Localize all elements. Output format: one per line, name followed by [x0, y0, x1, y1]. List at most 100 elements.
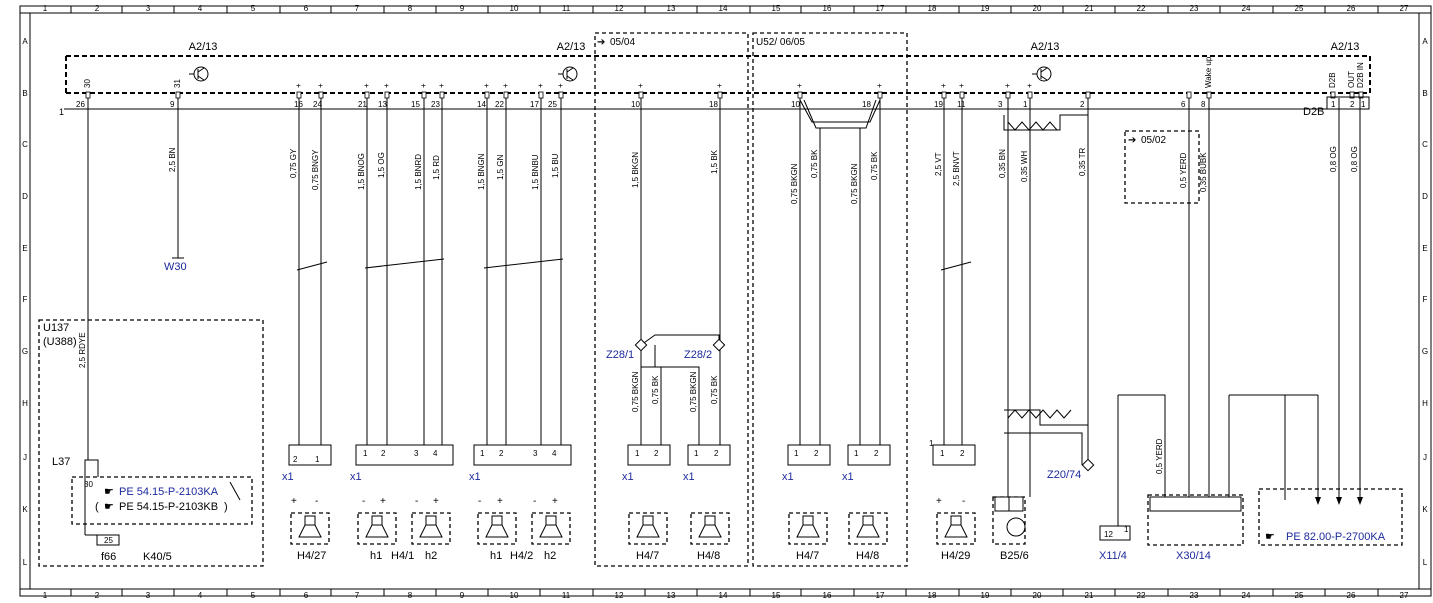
- pin-number: 26: [76, 100, 85, 109]
- wire-color-label: 1,5 RD: [432, 155, 441, 180]
- connector-pin-number: 3: [533, 449, 538, 458]
- column-label: 13: [667, 591, 676, 600]
- pin-signal: +: [501, 83, 510, 88]
- column-label: 6: [304, 591, 309, 600]
- pin-contact: [85, 91, 91, 99]
- component-label: H4/8: [856, 550, 879, 562]
- pin-number: 17: [530, 100, 539, 109]
- pin-contact: [296, 91, 302, 99]
- column-label: 24: [1242, 591, 1251, 600]
- wire-color-label: 0,75 BKGN: [631, 371, 640, 412]
- twisted-pair-wires: [1003, 114, 1088, 465]
- column-label: 2: [95, 591, 100, 600]
- pin-contact: [1027, 91, 1033, 99]
- row-label: C: [22, 140, 28, 149]
- connector-block: [847, 444, 891, 466]
- connector-pin-number: 1: [940, 449, 945, 458]
- splice-node-icon: [634, 338, 648, 352]
- polarity-sign: +: [497, 496, 503, 507]
- pin-contact: [503, 91, 509, 99]
- wire-color-label: 1,5 BNOG: [357, 153, 366, 190]
- speaker-icon: [936, 512, 976, 545]
- component-label: H4/27: [297, 550, 326, 562]
- row-label: B: [22, 89, 27, 98]
- row-label: L: [23, 558, 28, 567]
- pin-number: 10: [631, 100, 640, 109]
- microphone-icon: [1006, 517, 1026, 537]
- component-label: h1: [370, 550, 382, 562]
- pin-signal: +: [715, 83, 724, 88]
- pin-signal: +: [382, 83, 391, 88]
- polarity-sign: -: [478, 496, 481, 507]
- wire-color-label: 1,5 BU: [551, 153, 560, 178]
- connector-pin-number: 4: [433, 449, 438, 458]
- wire-color-label: 1,5 BNBU: [531, 154, 540, 190]
- column-label: 14: [719, 591, 728, 600]
- polarity-sign: -: [415, 496, 418, 507]
- pin-signal: +: [437, 83, 446, 88]
- pin-number: 8: [1201, 100, 1206, 109]
- column-label: 4: [198, 4, 203, 13]
- pin-contact: [538, 91, 544, 99]
- column-label: 1: [43, 591, 48, 600]
- column-label: 27: [1400, 4, 1409, 13]
- arrow-down-icon: [1357, 497, 1363, 505]
- column-label: 20: [1033, 591, 1042, 600]
- polarity-sign: -: [962, 496, 965, 507]
- column-label: 9: [460, 591, 465, 600]
- column-label: 22: [1137, 591, 1146, 600]
- wire-color-label: 0,5 YERD: [1155, 438, 1164, 474]
- reference-pe-54-15-ka: PE 54.15-P-2103KA: [119, 486, 219, 498]
- component-label: h1: [490, 550, 502, 562]
- transistor-icon: [189, 66, 209, 82]
- speaker-icon: [531, 512, 571, 545]
- connector-label-x1: x1: [622, 471, 634, 483]
- pin-contact: [439, 91, 445, 99]
- column-label: 7: [355, 4, 360, 13]
- polarity-sign: +: [433, 496, 439, 507]
- connector-pin-number: 1: [363, 449, 368, 458]
- wire-color-label: 0,75 BKGN: [689, 371, 698, 412]
- speaker-icon: [628, 512, 668, 545]
- pin-number: 15: [411, 100, 420, 109]
- wire-color-label: 0,75 BK: [651, 375, 660, 404]
- row-label: D: [1422, 192, 1428, 201]
- connector-pin-number: 2: [874, 449, 879, 458]
- pin-contact: [558, 91, 564, 99]
- connector-blocks: 21123412341212121212211082612113025x1x1x…: [84, 439, 1226, 545]
- pin-contact: [717, 91, 723, 99]
- pin-signal: +: [556, 83, 565, 88]
- column-label: 11: [562, 591, 571, 600]
- wire-color-label: 0,35 WH: [1020, 151, 1029, 182]
- polarity-sign: +: [380, 496, 386, 507]
- connector-pin-number: 2: [814, 449, 819, 458]
- connector-pin-number: 1: [794, 449, 799, 458]
- pin-contact: [421, 91, 427, 99]
- pin-number: 1: [1331, 100, 1336, 109]
- column-label: 6: [304, 4, 309, 13]
- connector-pin-number: 1: [854, 449, 859, 458]
- wire-color-label: 0,5 YERD: [1179, 152, 1188, 188]
- row-label: H: [22, 399, 28, 408]
- pin-number: 6: [1181, 100, 1186, 109]
- bracket: ): [224, 501, 228, 513]
- row-label: B: [1422, 89, 1427, 98]
- row-label: E: [1422, 244, 1427, 253]
- column-label: 12: [615, 4, 624, 13]
- column-label: 17: [876, 591, 885, 600]
- reference-pe-82-00-ka: PE 82.00-P-2700KA: [1286, 531, 1386, 543]
- module-label-a2-13: A2/13: [1031, 41, 1060, 53]
- module-label-a2-13: A2/13: [557, 41, 586, 53]
- book-ref-icon: ☛: [1265, 531, 1275, 543]
- wire-color-label: 0,8 OG: [1329, 146, 1338, 172]
- component-label: f66: [101, 551, 116, 563]
- column-label: 19: [981, 591, 990, 600]
- wire-color-label: 0,75 BKGN: [790, 163, 799, 204]
- component-label: U137: [43, 322, 69, 334]
- pin-contact: [1330, 91, 1336, 99]
- column-label: 10: [510, 591, 519, 600]
- arrow-down-icon: [1315, 497, 1321, 505]
- connector-pin-number: 1: [315, 455, 320, 464]
